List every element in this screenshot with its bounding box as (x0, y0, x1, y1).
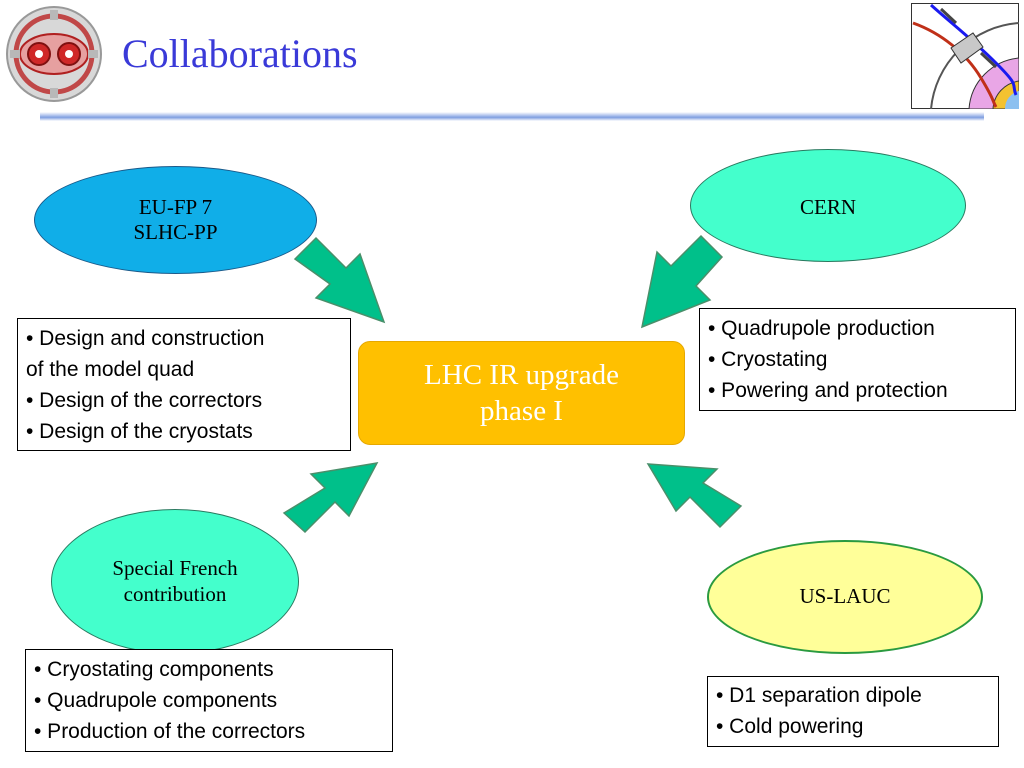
node-eu-fp7-line1: EU-FP 7 (138, 194, 213, 219)
us-task-line: • Cold powering (716, 715, 864, 738)
node-us-lauc-label: US-LAUC (799, 584, 891, 609)
us-task-line: • D1 separation dipole (716, 684, 922, 707)
box-eu-tasks: • Design and construction of the model q… (17, 318, 351, 451)
arrow-cern-to-center (640, 234, 724, 329)
node-cern-label: CERN (799, 195, 856, 219)
eu-task-line: • Design of the correctors (26, 389, 263, 412)
node-special-french: Special French contribution (51, 509, 299, 654)
node-eu-fp7-line2: SLHC-PP (133, 220, 218, 244)
box-french-tasks: • Cryostating components • Quadrupole co… (25, 649, 393, 752)
eu-task-line: • Design of the cryostats (26, 420, 253, 443)
interaction-region-logo (911, 3, 1019, 109)
node-cern: CERN (690, 149, 966, 262)
page-title: Collaborations (122, 31, 358, 76)
center-lhc-ir-upgrade: LHC IR upgrade phase I (358, 341, 685, 445)
arrow-eu-to-center (293, 236, 386, 324)
french-task-line: • Cryostating components (34, 658, 274, 681)
cern-task-line: • Powering and protection (708, 379, 948, 402)
title-underline (40, 112, 984, 121)
cern-task-line: • Cryostating (708, 348, 828, 371)
french-task-line: • Quadrupole components (34, 689, 278, 712)
box-us-tasks: • D1 separation dipole • Cold powering (707, 676, 999, 747)
node-us-lauc: US-LAUC (707, 540, 983, 654)
cern-task-line: • Quadrupole production (708, 317, 935, 340)
eu-task-line: of the model quad (26, 358, 195, 381)
center-line2: phase I (480, 395, 563, 427)
node-french-line2: contribution (123, 581, 227, 606)
node-french-line1: Special French (112, 556, 238, 581)
lhc-magnet-logo (6, 6, 102, 102)
center-line1: LHC IR upgrade (424, 358, 619, 391)
arrow-us-to-center (646, 463, 743, 529)
french-task-line: • Production of the correctors (34, 720, 306, 743)
node-eu-fp7: EU-FP 7 SLHC-PP (34, 166, 317, 274)
box-cern-tasks: • Quadrupole production • Cryostating • … (699, 308, 1016, 411)
arrow-french-to-center (282, 462, 379, 534)
eu-task-line: • Design and construction (26, 327, 265, 350)
